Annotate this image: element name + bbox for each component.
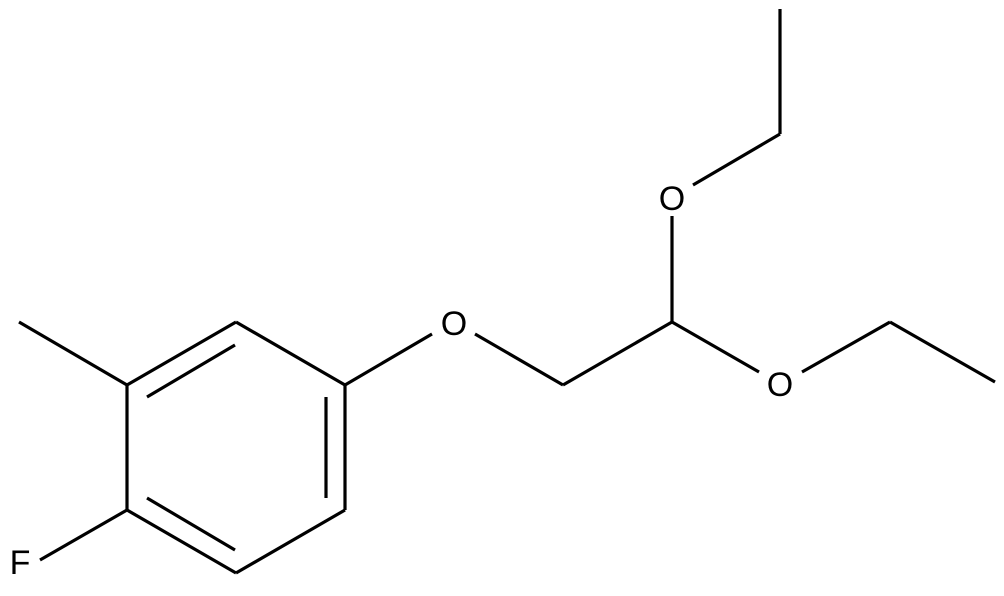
bond-lower-ethyl-ch3 [889, 320, 996, 384]
bond-ring-o-ether [344, 332, 433, 387]
bond-ch2-ch [562, 320, 673, 387]
bond-o-ch2 [474, 332, 564, 387]
bond-o-lower-ch2 [801, 320, 891, 374]
atom-label-oxygen-ether: O [441, 305, 467, 343]
atom-label-oxygen-lower: O [767, 366, 793, 404]
bond-ring-c5-c6 [126, 508, 237, 575]
bond-ring-c2-c3 [235, 320, 346, 387]
bond-ring-c5-c6-inner [146, 496, 236, 552]
bond-ch-o-lower [671, 320, 760, 374]
benzene-ring [125, 320, 347, 575]
bond-c-f [39, 508, 128, 562]
bond-ring-c1-c2-inner [146, 343, 236, 399]
bond-methyl [18, 320, 128, 387]
atom-label-fluorine: F [10, 544, 31, 582]
bond-o-upper-ch2 [692, 132, 781, 187]
bond-ring-c1-c2 [126, 320, 237, 387]
bond-ring-c4-c5 [235, 508, 346, 575]
atom-label-oxygen-upper: O [659, 180, 685, 218]
